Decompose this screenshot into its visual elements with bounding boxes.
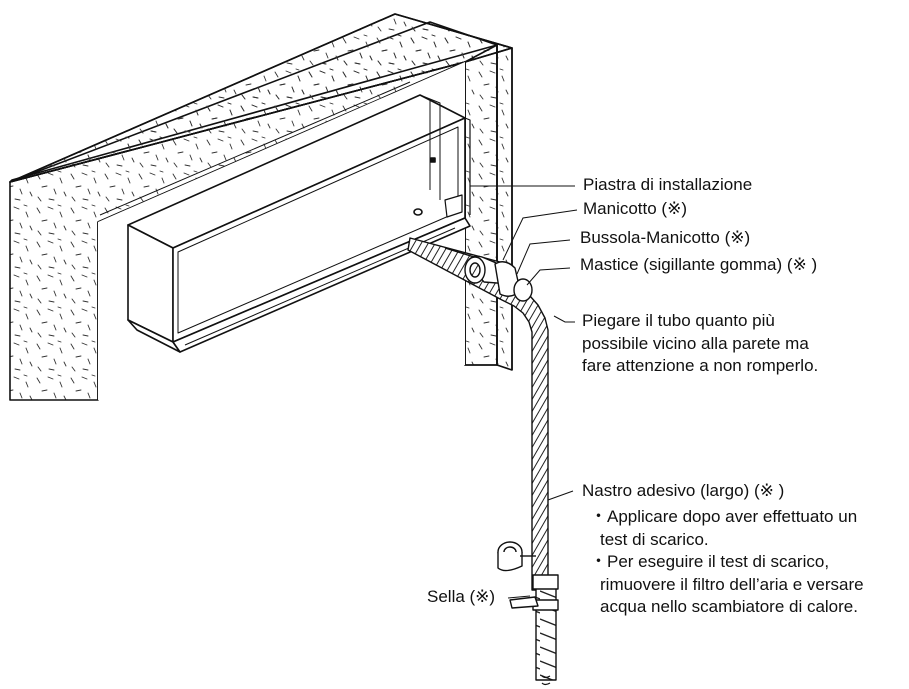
drain-hose <box>407 237 559 686</box>
label-sleeve: Manicotto (※) <box>583 199 687 218</box>
tape-note-line: acqua nello scambiatore di calore. <box>600 597 858 616</box>
label-saddle: Sella (※) <box>427 587 496 606</box>
label-adhesive-tape: Nastro adesivo (largo) (※ ) <box>582 481 785 500</box>
bend-note-line: fare attenzione a non romperlo. <box>582 356 819 375</box>
indoor-unit <box>127 94 471 353</box>
bend-note-line: possibile vicino alla parete ma <box>582 333 809 353</box>
tape-notes: ・Applicare dopo aver effettuato un test … <box>590 506 864 619</box>
tape-note-line: ・Applicare dopo aver effettuato un <box>590 507 858 526</box>
tape-note-line: test di scarico. <box>600 529 709 549</box>
tape-note-line: rimuovere il filtro dell’aria e versare <box>600 574 864 594</box>
label-installation-plate: Piastra di installazione <box>583 175 753 194</box>
label-sleeve-bushing: Bussola-Manicotto (※) <box>580 228 751 247</box>
bend-note: Piegare il tubo quanto più possibile vic… <box>582 310 818 378</box>
tape-note-line: ・Per eseguire il test di scarico, <box>590 552 830 571</box>
label-putty: Mastice (sigillante gomma) (※ ) <box>580 255 818 274</box>
leader-lines <box>470 185 578 599</box>
bend-note-line: Piegare il tubo quanto più <box>582 311 775 330</box>
